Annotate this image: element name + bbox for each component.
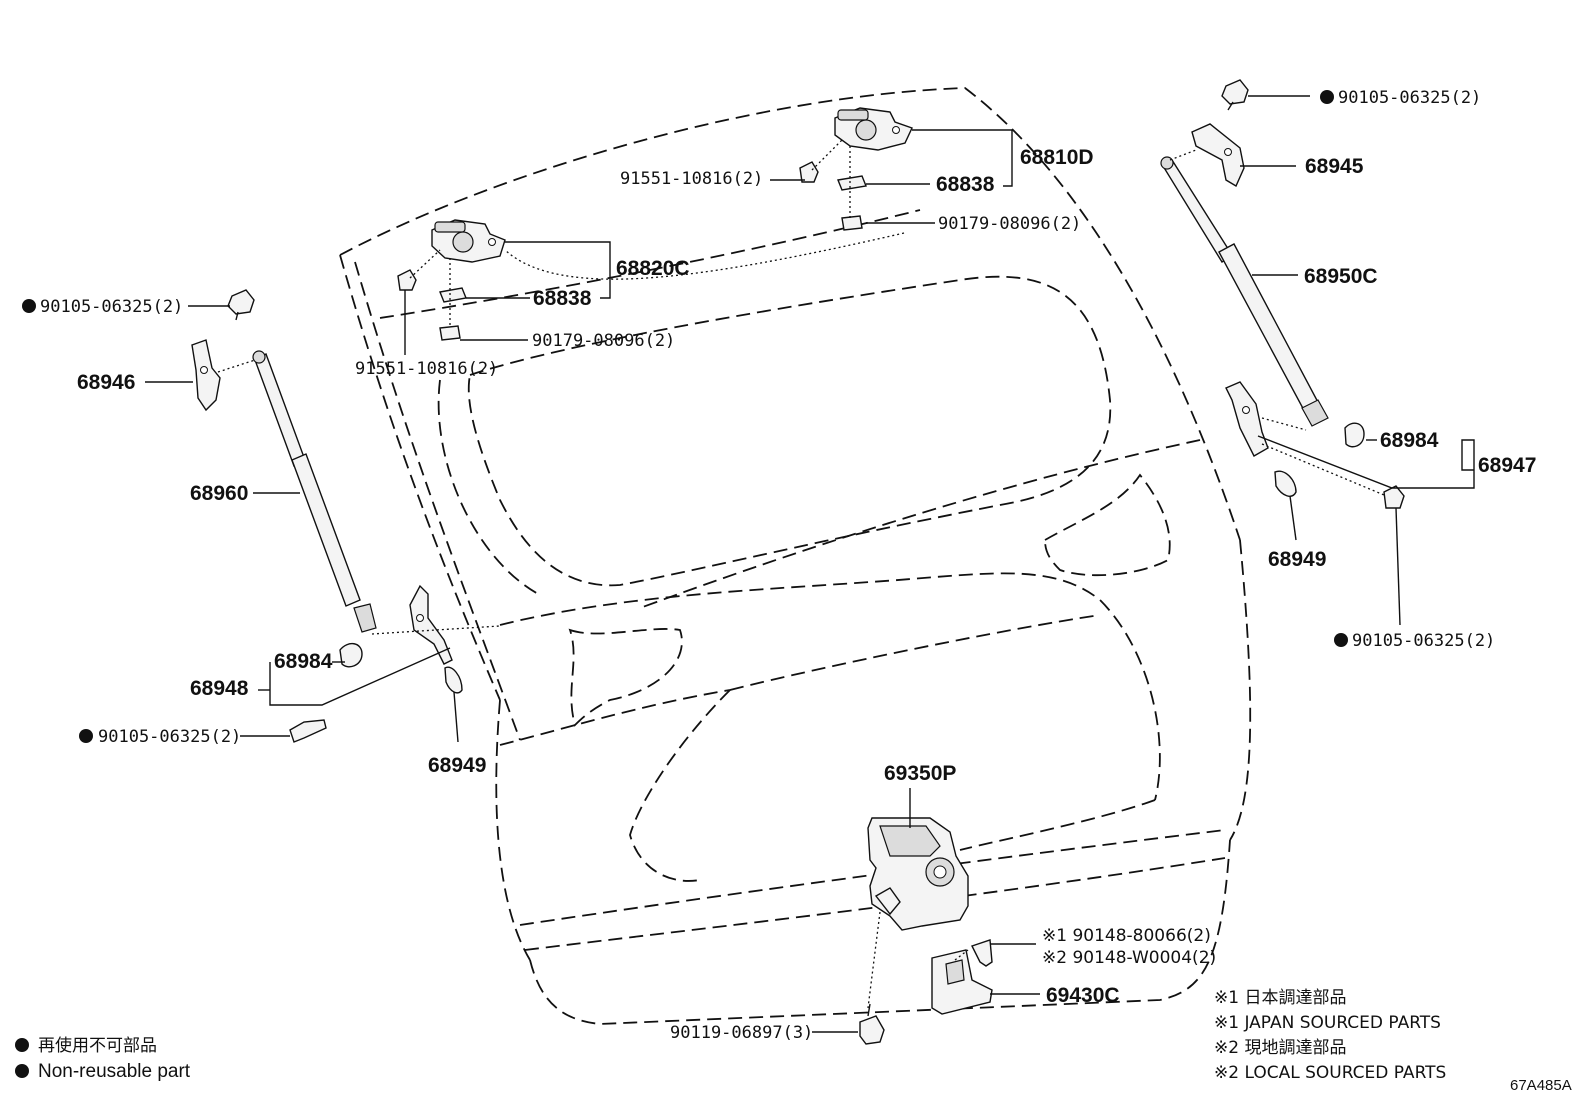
note-local-jp: ※2 現地調達部品 xyxy=(1214,1038,1346,1058)
legend-nonreusable-jp: 再使用不可部品 xyxy=(38,1035,157,1056)
label-68984-left: 68984 xyxy=(274,650,333,673)
bolt-90105-bottom-left xyxy=(289,719,327,743)
screw-90148 xyxy=(971,939,993,967)
nonreusable-marker-icon xyxy=(1334,633,1348,647)
stay-left-68960 xyxy=(252,350,377,633)
diagram-code: 67A485A xyxy=(1510,1077,1572,1094)
label-68946: 68946 xyxy=(77,371,135,394)
nonreusable-marker-icon xyxy=(1320,90,1334,104)
grommet-68949-left xyxy=(444,666,463,694)
stay-right-68950C xyxy=(1160,156,1329,427)
label-90105-top-left: 90105-06325(2) xyxy=(40,297,183,317)
label-90148-japan: ※1 90148-80066(2) xyxy=(1042,926,1211,946)
legend-nonreusable-en: Non-reusable part xyxy=(38,1061,191,1082)
label-90119: 90119-06897(3) xyxy=(670,1023,813,1043)
bolt-90105-top-left xyxy=(227,289,255,315)
cushion-68984-left xyxy=(339,643,363,668)
label-91551-top: 91551-10816(2) xyxy=(620,169,763,189)
label-90105-right: 90105-06325(2) xyxy=(1352,631,1495,651)
bolt-91551-left xyxy=(397,269,417,291)
label-69350P: 69350P xyxy=(884,762,956,785)
label-90105-bottom-left: 90105-06325(2) xyxy=(98,727,241,747)
bracket-68947 xyxy=(1225,381,1269,457)
shim-68838-top xyxy=(837,175,867,191)
label-91551-left: 91551-10816(2) xyxy=(355,359,498,379)
legend-marker-icon xyxy=(15,1038,29,1052)
label-68960: 68960 xyxy=(190,482,248,505)
grommet-68949-right xyxy=(1274,470,1297,497)
striker-69430C xyxy=(931,949,993,1015)
bracket-68948 xyxy=(409,584,453,665)
label-68984-right: 68984 xyxy=(1380,429,1439,452)
bolt-90105-right xyxy=(1383,485,1405,509)
label-68838-left: 68838 xyxy=(533,287,592,310)
bracket-68946 xyxy=(191,339,221,412)
label-68810D: 68810D xyxy=(1020,146,1094,169)
label-68948: 68948 xyxy=(190,677,249,700)
label-90105-top-right: 90105-06325(2) xyxy=(1338,88,1481,108)
label-90148-local: ※2 90148-W0004(2) xyxy=(1042,948,1216,968)
note-japan-jp: ※1 日本調達部品 xyxy=(1214,988,1346,1008)
bolt-91551-top xyxy=(799,161,819,183)
label-90179-top: 90179-08096(2) xyxy=(938,214,1081,234)
label-68950C: 68950C xyxy=(1304,265,1378,288)
back-door-outline xyxy=(339,87,1252,1025)
leader-lines xyxy=(145,95,1475,1033)
hinge-right-68810D xyxy=(834,107,913,151)
nonreusable-marker-icon xyxy=(79,729,93,743)
label-68949-right: 68949 xyxy=(1268,548,1326,571)
legend-marker-icon xyxy=(15,1064,29,1078)
label-68947: 68947 xyxy=(1478,454,1536,477)
note-japan-en: ※1 JAPAN SOURCED PARTS xyxy=(1214,1013,1441,1033)
label-69430C: 69430C xyxy=(1046,984,1120,1007)
note-local-en: ※2 LOCAL SOURCED PARTS xyxy=(1214,1063,1446,1083)
lock-assembly-69350P xyxy=(867,817,969,931)
shim-68838-left xyxy=(439,287,467,303)
nonreusable-marker-icon xyxy=(22,299,36,313)
label-68838-top: 68838 xyxy=(936,173,995,196)
nut-90179-top xyxy=(841,215,863,231)
bolt-90119 xyxy=(859,1015,885,1045)
cushion-68984-right xyxy=(1344,422,1365,448)
label-90179-left: 90179-08096(2) xyxy=(532,331,675,351)
label-68820C: 68820C xyxy=(616,257,690,280)
bracket-68945 xyxy=(1191,123,1245,188)
label-68945: 68945 xyxy=(1305,155,1364,178)
nut-90179-left xyxy=(439,325,461,341)
label-68949-left: 68949 xyxy=(428,754,486,777)
bolt-90105-top-right xyxy=(1221,79,1249,105)
hinge-left-68820C xyxy=(431,219,506,263)
